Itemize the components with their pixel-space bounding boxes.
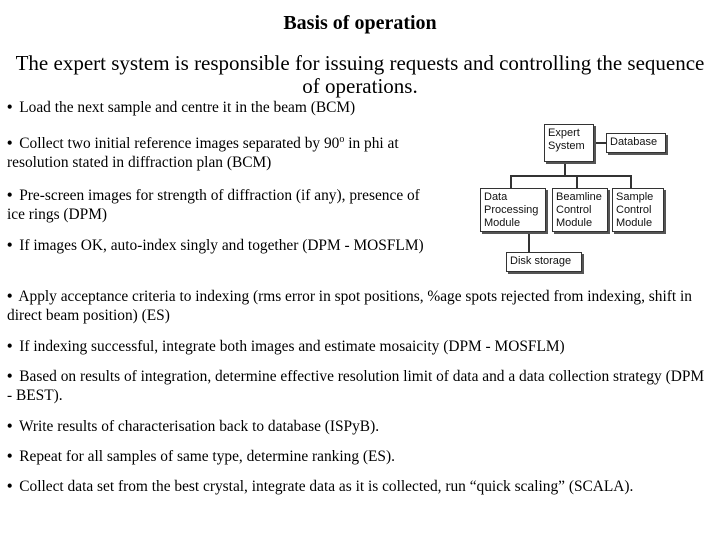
- bullet-item: • Collect two initial reference images s…: [7, 134, 457, 172]
- beamline-control-module-box: Beamline Control Module: [552, 188, 608, 232]
- disk-storage-box: Disk storage: [506, 252, 582, 272]
- connector-expert-down: [564, 162, 566, 176]
- degree-superscript: o: [339, 133, 345, 145]
- bullet-dot: •: [7, 99, 13, 116]
- bullet-dot: •: [7, 478, 13, 495]
- bullet-dot: •: [7, 448, 13, 465]
- database-box: Database: [606, 133, 666, 153]
- connector-expert-database: [592, 142, 606, 144]
- bullet-text: Based on results of integration, determi…: [7, 368, 705, 404]
- disk-storage-label: Disk storage: [510, 255, 572, 267]
- beamline-control-module-label: Beamline Control Module: [556, 191, 602, 229]
- bullet-item: • Write results of characterisation back…: [7, 417, 713, 436]
- bullet-text: Load the next sample and centre it in th…: [19, 99, 356, 116]
- bullet-text: Collect data set from the best crystal, …: [19, 478, 634, 495]
- bullet-item: • If images OK, auto-index singly and to…: [7, 236, 435, 255]
- bullet-item: • If indexing successful, integrate both…: [7, 337, 713, 356]
- bullet-dot: •: [7, 418, 13, 435]
- bullet-text: If indexing successful, integrate both i…: [19, 338, 565, 355]
- bullet-dot: •: [7, 237, 13, 254]
- bullet-dot: •: [7, 187, 13, 204]
- connector-to-dpm: [510, 175, 512, 188]
- page-title: Basis of operation: [283, 12, 437, 34]
- bullet-text: Apply acceptance criteria to indexing (r…: [7, 288, 692, 324]
- bullet-item: • Repeat for all samples of same type, d…: [7, 447, 713, 466]
- bullet-item: • Based on results of integration, deter…: [7, 367, 713, 405]
- connector-horizontal: [510, 175, 630, 177]
- data-processing-module-label: Data Processing Module: [484, 191, 539, 229]
- connector-to-bcm: [576, 175, 578, 188]
- bullet-text: Pre-screen images for strength of diffra…: [7, 187, 420, 223]
- connector-to-scm: [630, 175, 632, 188]
- bullet-text: in phi at resolution stated in diffracti…: [7, 135, 399, 171]
- architecture-diagram: Expert System Database Data Processing M…: [476, 118, 668, 278]
- bullet-item: • Collect data set from the best crystal…: [7, 477, 713, 496]
- sample-control-module-box: Sample Control Module: [612, 188, 664, 232]
- expert-system-box: Expert System: [544, 124, 594, 162]
- database-label: Database: [610, 136, 658, 148]
- bullet-text: Write results of characterisation back t…: [18, 418, 380, 435]
- bullet-item: • Load the next sample and centre it in …: [7, 98, 467, 117]
- bullet-dot: •: [7, 368, 13, 385]
- bullet-text: Repeat for all samples of same type, det…: [19, 448, 395, 465]
- bullet-text: If images OK, auto-index singly and toge…: [19, 237, 424, 254]
- bullet-dot: •: [7, 338, 13, 355]
- sample-control-module-label: Sample Control Module: [616, 191, 654, 229]
- bullet-item: • Apply acceptance criteria to indexing …: [7, 287, 713, 325]
- bullet-item: • Pre-screen images for strength of diff…: [7, 186, 427, 224]
- bullet-text: Collect two initial reference images sep…: [19, 135, 340, 152]
- bullet-dot: •: [7, 135, 13, 152]
- connector-dpm-disk: [528, 231, 530, 253]
- bullet-dot: •: [7, 288, 13, 305]
- data-processing-module-box: Data Processing Module: [480, 188, 546, 232]
- expert-system-label: Expert System: [548, 127, 585, 152]
- page-subtitle: The expert system is responsible for iss…: [15, 51, 705, 98]
